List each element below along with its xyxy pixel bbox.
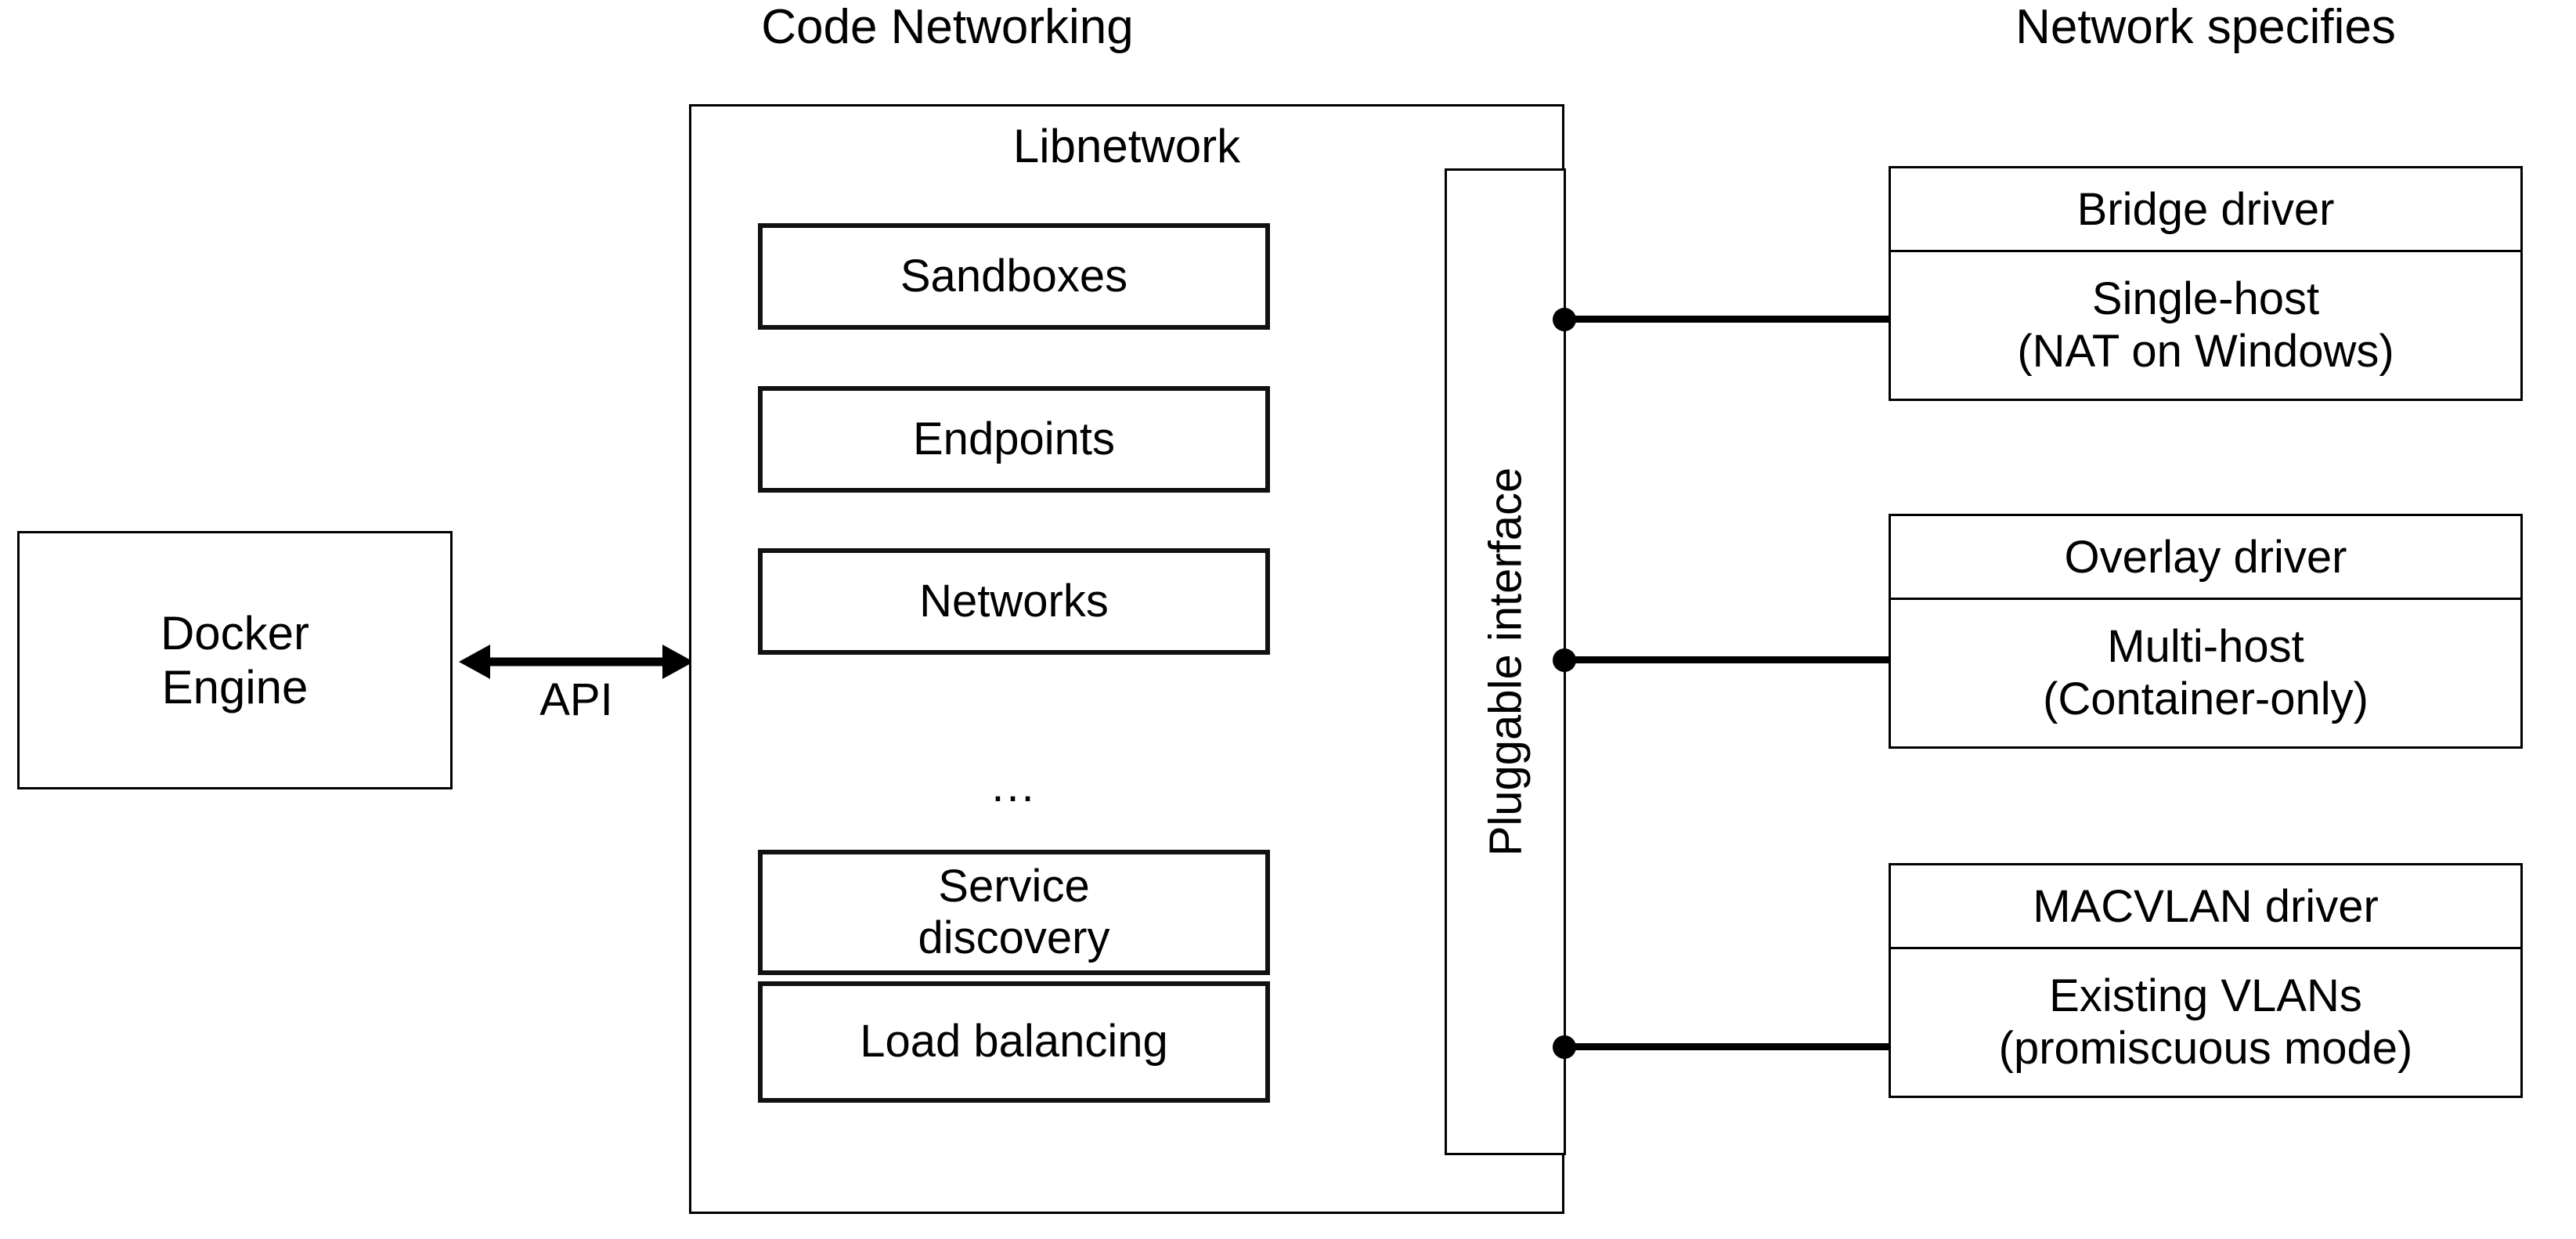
component-label-sandboxes-line-1: Sandboxes (900, 250, 1128, 302)
connector-line-macvlan (1564, 1043, 1893, 1050)
driver-box-macvlan[interactable]: MACVLAN driver Existing VLANs (promiscuo… (1889, 863, 2523, 1098)
component-box-endpoints[interactable]: Endpoints (758, 386, 1270, 493)
driver-title-overlay: Overlay driver (1891, 516, 2520, 600)
docker-engine-line-1: Docker (160, 607, 310, 659)
heading-code-networking: Code Networking (761, 0, 1134, 54)
docker-engine-box[interactable]: Docker Engine (17, 531, 453, 789)
component-box-load-balancing[interactable]: Load balancing (758, 981, 1270, 1103)
component-ellipsis: ... (991, 760, 1037, 811)
driver-detail-overlay-line-1: Multi-host (2107, 621, 2304, 673)
driver-detail-bridge-line-2: (NAT on Windows) (2017, 325, 2394, 377)
driver-box-overlay[interactable]: Overlay driver Multi-host (Container-onl… (1889, 514, 2523, 749)
driver-detail-macvlan-line-1: Existing VLANs (2049, 970, 2362, 1022)
component-label-endpoints-line-1: Endpoints (913, 413, 1115, 464)
component-label-service-discovery-line-2: discovery (918, 912, 1110, 963)
driver-box-bridge[interactable]: Bridge driver Single-host (NAT on Window… (1889, 166, 2523, 401)
component-box-networks[interactable]: Networks (758, 548, 1270, 655)
connector-line-overlay (1564, 656, 1893, 663)
api-label: API (539, 674, 613, 725)
pluggable-interface-box[interactable]: Pluggable interface (1445, 168, 1566, 1155)
component-label-networks-line-1: Networks (919, 575, 1109, 627)
component-box-service-discovery[interactable]: Service discovery (758, 850, 1270, 975)
driver-body-overlay: Multi-host (Container-only) (1891, 600, 2520, 746)
component-label-load-balancing-line-1: Load balancing (860, 1016, 1168, 1067)
component-label-service-discovery-line-1: Service (938, 860, 1090, 912)
docker-engine-line-2: Engine (161, 661, 308, 713)
driver-detail-overlay-line-2: (Container-only) (2043, 673, 2369, 724)
component-box-sandboxes[interactable]: Sandboxes (758, 223, 1270, 330)
connector-line-bridge (1564, 316, 1893, 323)
driver-body-macvlan: Existing VLANs (promiscuous mode) (1891, 949, 2520, 1096)
libnetwork-title: Libnetwork (1012, 120, 1241, 172)
driver-detail-macvlan-line-2: (promiscuous mode) (1998, 1022, 2413, 1074)
driver-body-bridge: Single-host (NAT on Windows) (1891, 252, 2520, 399)
api-arrow (459, 638, 694, 685)
pluggable-interface-label: Pluggable interface (1480, 467, 1531, 857)
driver-title-macvlan: MACVLAN driver (1891, 865, 2520, 949)
driver-detail-bridge-line-1: Single-host (2091, 273, 2320, 325)
heading-network-specifies: Network specifies (2015, 0, 2396, 54)
driver-title-bridge: Bridge driver (1891, 168, 2520, 252)
